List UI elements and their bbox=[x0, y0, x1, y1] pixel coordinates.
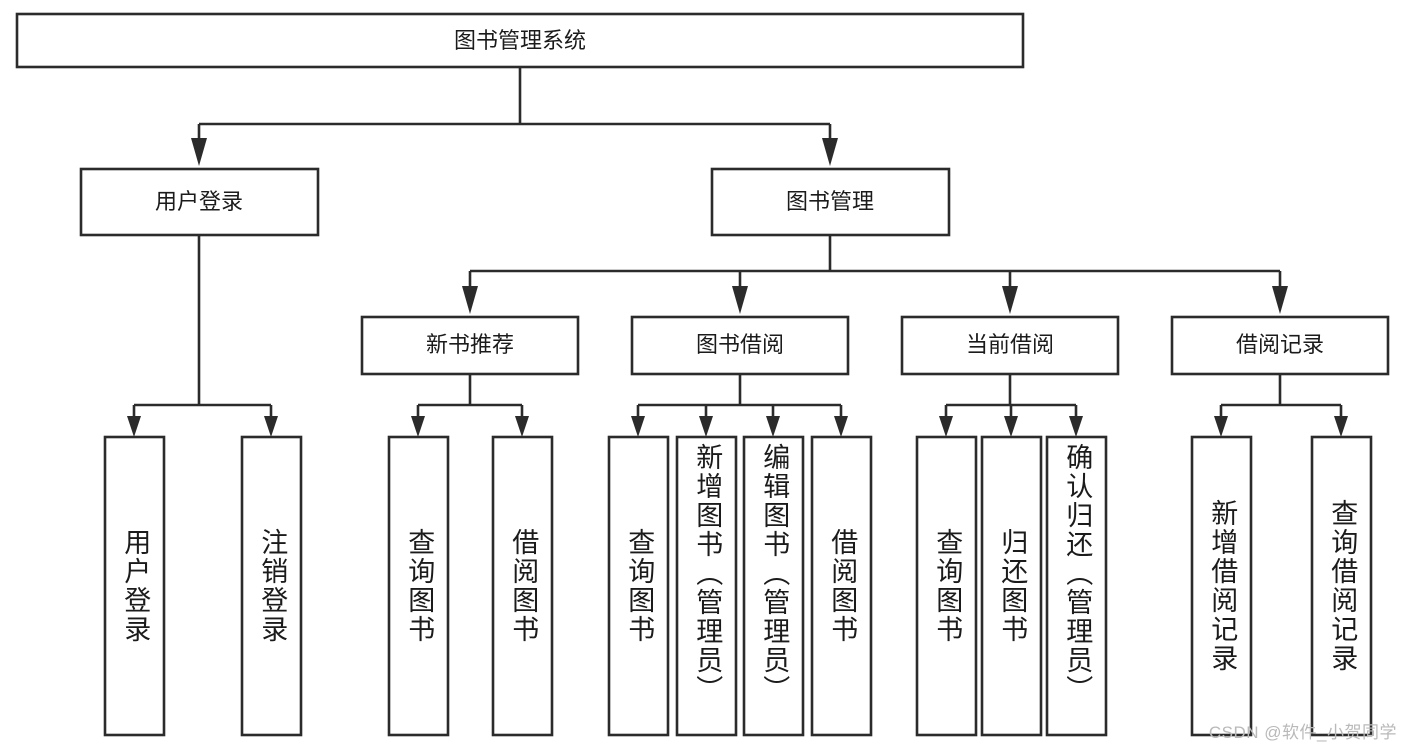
arrowhead-to-book-borrow bbox=[732, 286, 748, 314]
arrowhead-nb-leaf-2 bbox=[515, 416, 529, 437]
node-book-management-label: 图书管理 bbox=[786, 189, 874, 214]
node-current-borrow[interactable]: 当前借阅 bbox=[900, 315, 1120, 376]
leaf-box-bb-edit-book[interactable] bbox=[742, 435, 805, 737]
arrowhead-cb-leaf-1 bbox=[939, 416, 953, 437]
node-borrow-record[interactable]: 借阅记录 bbox=[1170, 315, 1390, 376]
node-new-book-recommend-label: 新书推荐 bbox=[426, 332, 514, 357]
node-book-management-box[interactable] bbox=[710, 167, 951, 237]
arrowhead-bb-leaf-4 bbox=[834, 416, 848, 437]
arrowhead-to-user-login bbox=[191, 138, 207, 166]
arrowhead-to-book-mgmt bbox=[822, 138, 838, 166]
leaf-box-cb-return-book[interactable] bbox=[980, 435, 1043, 737]
arrowhead-leaf-user-login bbox=[127, 416, 141, 437]
node-book-borrow-label: 图书借阅 bbox=[696, 332, 784, 357]
node-book-borrow-box[interactable] bbox=[630, 315, 850, 376]
arrowhead-to-borrow-record bbox=[1272, 286, 1288, 314]
arrowhead-nb-leaf-1 bbox=[411, 416, 425, 437]
leaf-box-br-query-record[interactable] bbox=[1310, 435, 1373, 737]
leaf-box-logout[interactable] bbox=[240, 435, 303, 737]
arrowhead-leaf-logout bbox=[264, 416, 278, 437]
watermark-text: CSDN @软件_小贺同学 bbox=[1208, 723, 1397, 742]
node-user-login-box[interactable] bbox=[79, 167, 320, 237]
arrowhead-bb-leaf-2 bbox=[699, 416, 713, 437]
arrowhead-cb-leaf-3 bbox=[1069, 416, 1083, 437]
node-book-management[interactable]: 图书管理 bbox=[710, 167, 951, 237]
node-user-login[interactable]: 用户登录 bbox=[79, 167, 320, 237]
node-borrow-record-label: 借阅记录 bbox=[1236, 332, 1324, 357]
leaf-box-nb-borrow-book[interactable] bbox=[491, 435, 554, 737]
arrowhead-cb-leaf-2 bbox=[1004, 416, 1018, 437]
arrowhead-bb-leaf-3 bbox=[766, 416, 780, 437]
node-new-book-recommend-box[interactable] bbox=[360, 315, 580, 376]
leaf-box-bb-add-book[interactable] bbox=[675, 435, 738, 737]
arrowhead-bb-leaf-1 bbox=[631, 416, 645, 437]
leaf-box-br-add-record[interactable] bbox=[1190, 435, 1253, 737]
leaf-box-user-login[interactable] bbox=[103, 435, 166, 737]
connector-group bbox=[127, 67, 1348, 437]
arrowhead-to-new-book bbox=[462, 286, 478, 314]
node-root[interactable]: 图书管理系统 bbox=[15, 12, 1025, 69]
node-root-box[interactable] bbox=[15, 12, 1025, 69]
arrowhead-to-current-borrow bbox=[1002, 286, 1018, 314]
leaf-box-bb-query-book[interactable] bbox=[607, 435, 670, 737]
arrowhead-br-leaf-1 bbox=[1214, 416, 1228, 437]
arrowhead-br-leaf-2 bbox=[1334, 416, 1348, 437]
node-current-borrow-box[interactable] bbox=[900, 315, 1120, 376]
leaf-box-group bbox=[103, 435, 1373, 737]
node-book-borrow[interactable]: 图书借阅 bbox=[630, 315, 850, 376]
node-borrow-record-box[interactable] bbox=[1170, 315, 1390, 376]
node-user-login-label: 用户登录 bbox=[155, 189, 243, 214]
leaf-box-cb-confirm-return[interactable] bbox=[1045, 435, 1108, 737]
leaf-box-cb-query-book[interactable] bbox=[915, 435, 978, 737]
node-current-borrow-label: 当前借阅 bbox=[966, 332, 1054, 357]
leaf-box-bb-borrow-book[interactable] bbox=[810, 435, 873, 737]
node-root-label: 图书管理系统 bbox=[454, 28, 586, 53]
leaf-box-nb-query-book[interactable] bbox=[387, 435, 450, 737]
node-new-book-recommend[interactable]: 新书推荐 bbox=[360, 315, 580, 376]
